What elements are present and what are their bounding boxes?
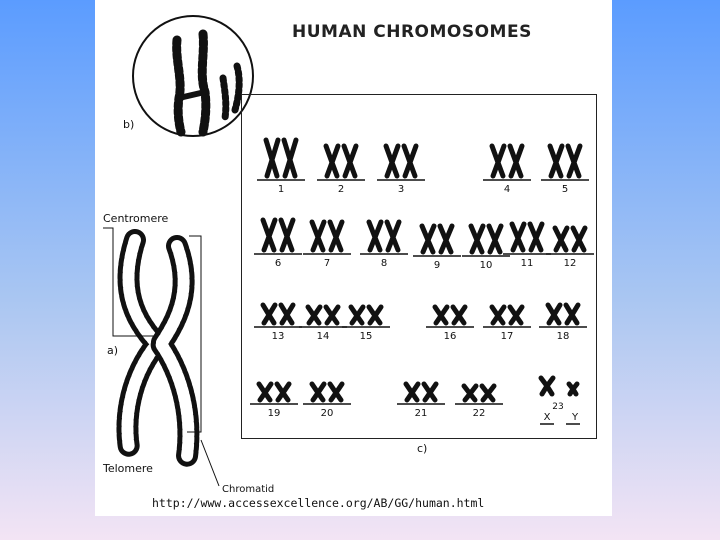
chromosome-shape [421, 381, 439, 403]
chromosome-shape [274, 381, 292, 403]
chromosome-shape [461, 383, 479, 403]
chromosome-shape [366, 304, 384, 326]
chromosome-shape [468, 223, 486, 255]
sex-chromosome-x [538, 375, 556, 397]
chromosome-label-7: 7 [323, 258, 331, 269]
chromosome-label-4: 4 [503, 184, 511, 195]
chromosome-shape [432, 304, 450, 326]
chromosome-label-2: 2 [337, 184, 345, 195]
chromosome-label-21: 21 [414, 408, 428, 419]
chromosome-shape [256, 381, 274, 403]
chromosome-label-14: 14 [316, 331, 330, 342]
chromosome-shape [552, 225, 570, 253]
label-b: b) [123, 118, 135, 131]
karyotype-panel [241, 94, 597, 439]
chromosome-label-12: 12 [563, 258, 577, 269]
chromosome-shape [263, 137, 281, 179]
chromosome-shape [403, 381, 421, 403]
chromosome-label-3: 3 [397, 184, 405, 195]
chromosome-shape [309, 219, 327, 253]
chromosome-label-x: X [543, 412, 551, 423]
chromosome-shape [278, 302, 296, 326]
source-url: http://www.accessexcellence.org/AB/GG/hu… [152, 496, 485, 510]
chromosome-shape [401, 143, 419, 179]
chromosome-shape [305, 304, 323, 326]
chromosome-label-18: 18 [556, 331, 570, 342]
chromosome-label-20: 20 [320, 408, 334, 419]
chromosome-label-11: 11 [520, 258, 534, 269]
chromosome-shape [260, 217, 278, 253]
chromosome-shape [278, 217, 296, 253]
chromosome-shape [327, 381, 345, 403]
chromosome-shape [479, 383, 497, 403]
chromosome-shape [281, 137, 299, 179]
chromosome-shape [323, 143, 341, 179]
chromosome-shape [545, 302, 563, 326]
label-chromatid: Chromatid [222, 484, 275, 495]
chromosome-label-9: 9 [433, 260, 441, 271]
chromosome-shape [489, 143, 507, 179]
label-c: c) [417, 442, 428, 455]
chromosome-label-y: Y [571, 412, 579, 423]
chromosome-shape [486, 223, 504, 255]
chromosome-label-10: 10 [479, 260, 493, 271]
label-centromere: Centromere [103, 212, 169, 225]
chromosome-label-6: 6 [274, 258, 282, 269]
chromosome-shape [341, 143, 359, 179]
slide-canvas: HUMAN CHROMOSOMES b) a) c) Centromere Te… [95, 0, 612, 516]
chromosome-shape [509, 221, 527, 253]
chromosome-label-8: 8 [380, 258, 388, 269]
chromosome-label-17: 17 [500, 331, 514, 342]
chromosome-shape [563, 302, 581, 326]
chromosome-label-22: 22 [472, 408, 486, 419]
chromosome-shape [565, 143, 583, 179]
chromosome-shape [489, 304, 507, 326]
chromosome-label-23: 23 [552, 402, 564, 412]
chromosome-label-13: 13 [271, 331, 285, 342]
chromosome-shape [383, 143, 401, 179]
chromosome-shape [507, 143, 525, 179]
chromosome-shape [419, 223, 437, 255]
chromosome-shape [260, 302, 278, 326]
chromosome-label-19: 19 [267, 408, 281, 419]
chromosome-illustration [103, 15, 594, 487]
chromosome-shape [450, 304, 468, 326]
chromosome-label-1: 1 [277, 184, 285, 195]
label-a: a) [107, 344, 119, 357]
chromosome-shape [547, 143, 565, 179]
figure-title: HUMAN CHROMOSOMES [292, 22, 532, 42]
chromosome-shape [384, 219, 402, 253]
chromosome-shape [323, 304, 341, 326]
chromosome-shape [366, 219, 384, 253]
chromosome-shape [309, 381, 327, 403]
chromosome-shape [527, 221, 545, 253]
chromosome-shape [327, 219, 345, 253]
chromosome-label-16: 16 [443, 331, 457, 342]
chromosome-label-15: 15 [359, 331, 373, 342]
karyotype-chromosomes [250, 137, 594, 425]
large-chromosome-diagram [103, 227, 220, 487]
label-telomere: Telomere [103, 462, 153, 475]
chromosome-shape [507, 304, 525, 326]
magnified-chromosomes-circle [132, 15, 254, 137]
chromosome-shape [437, 223, 455, 255]
chromosome-label-5: 5 [561, 184, 569, 195]
chromosome-shape [570, 225, 588, 253]
chromosome-shape [348, 304, 366, 326]
sex-chromosome-y [566, 381, 580, 397]
